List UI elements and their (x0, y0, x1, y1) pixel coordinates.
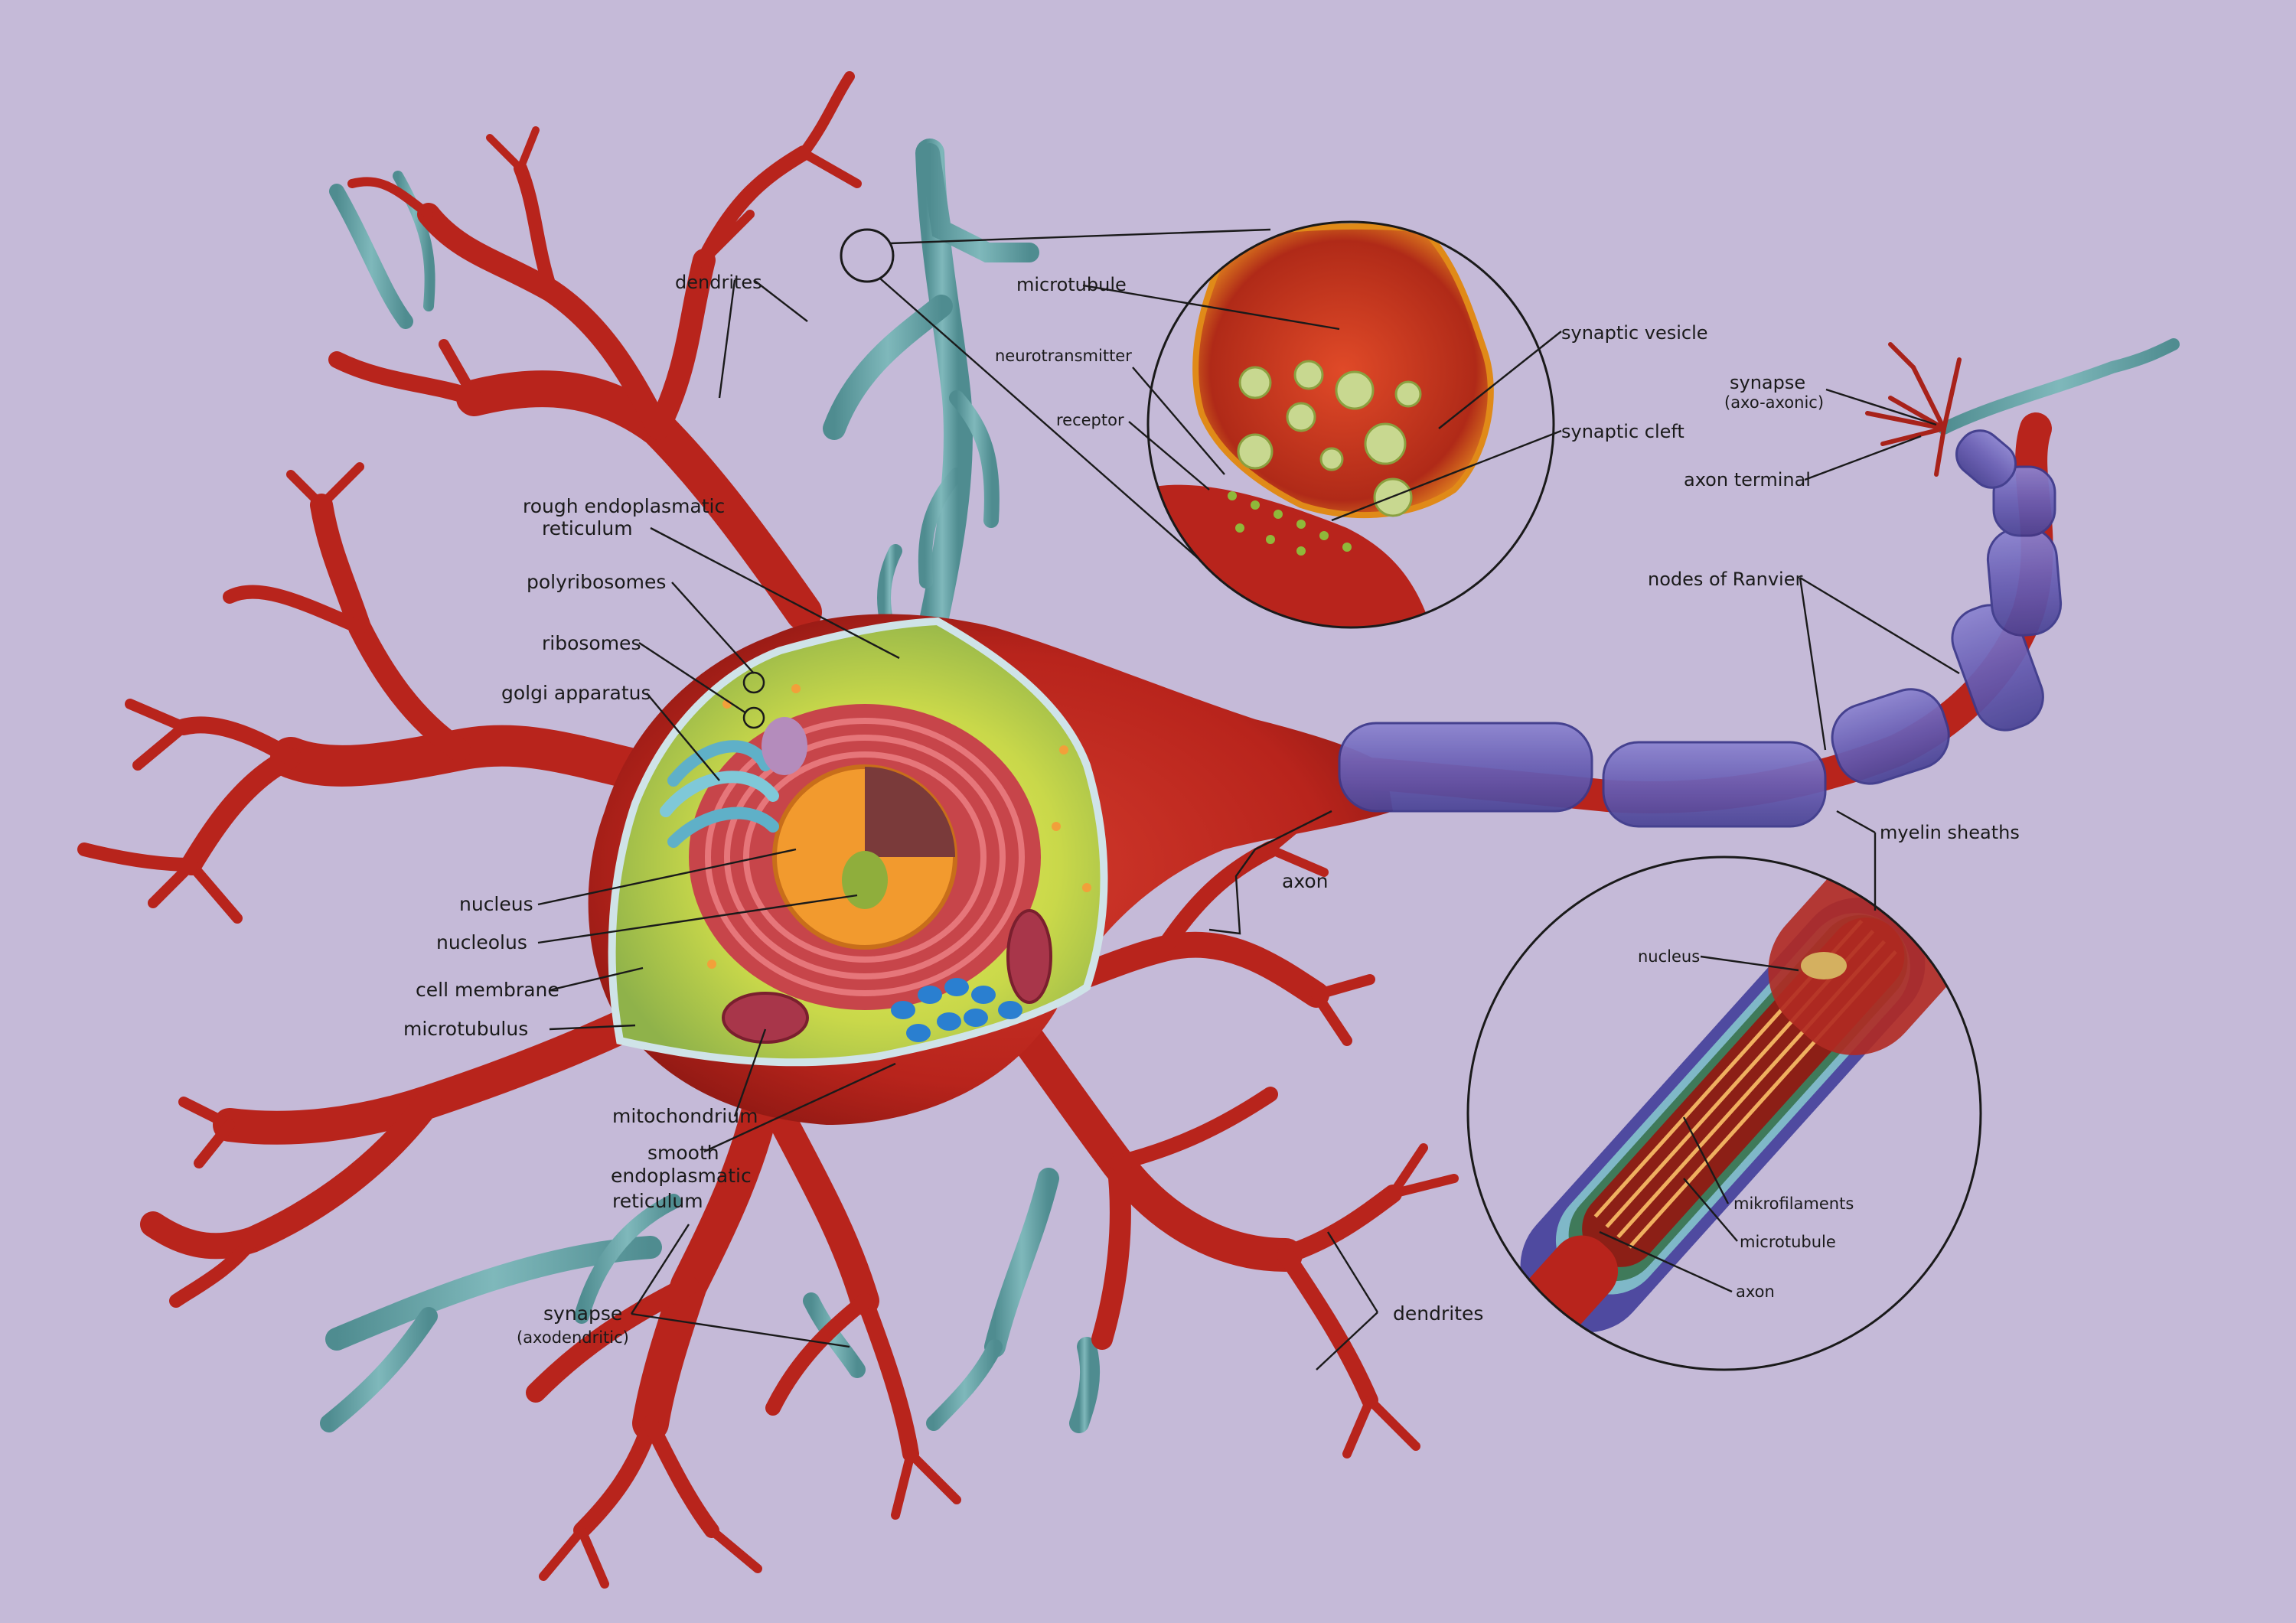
ribosome-marker (742, 706, 765, 729)
label-rough-er: rough endoplasmatic (523, 495, 725, 517)
teal-axon-terminals (320, 139, 1101, 1433)
label-nucleus-zoom: nucleus (1638, 947, 1700, 966)
myelin-sheaths (1338, 429, 2063, 828)
golgi-apparatus (660, 740, 779, 848)
label-microtubule-top: microtubule (1016, 274, 1127, 295)
label-axon-terminal: axon terminal (1684, 469, 1811, 490)
dendrites (77, 71, 1459, 1589)
label-dendrites-bottom: dendrites (1393, 1302, 1483, 1325)
label-microtubule-zoom: microtubule (1740, 1233, 1836, 1251)
label-dendrites-top: dendrites (675, 272, 762, 293)
label-axon-zoom: axon (1736, 1282, 1775, 1301)
label-smooth-er-3: reticulum (612, 1190, 703, 1212)
label-golgi-apparatus: golgi apparatus (501, 682, 651, 704)
label-cell-membrane: cell membrane (416, 979, 559, 1001)
label-microtubulus: microtubulus (403, 1018, 528, 1040)
label-mitochondrium: mitochondrium (612, 1105, 758, 1127)
label-nucleus: nucleus (459, 893, 533, 915)
smooth-er (891, 978, 1022, 1042)
label-axo-axonic: (axo-axonic) (1724, 393, 1824, 412)
axon (1338, 338, 2180, 828)
label-rough-er-2: reticulum (542, 517, 633, 539)
label-synaptic-cleft: synaptic cleft (1561, 421, 1684, 442)
label-neurotransmitter: neurotransmitter (995, 347, 1132, 365)
axon-cross-section-circle (1466, 855, 1982, 1371)
label-mikrofilaments: mikrofilaments (1733, 1194, 1854, 1213)
label-axon: axon (1282, 870, 1329, 892)
label-nodes-of-ranvier: nodes of Ranvier (1648, 569, 1802, 590)
label-smooth-er: smooth (647, 1142, 719, 1164)
label-nucleolus: nucleolus (436, 931, 527, 953)
label-receptor: receptor (1056, 411, 1124, 429)
label-synaptic-vesicle: synaptic vesicle (1561, 322, 1708, 344)
label-myelin-sheaths: myelin sheaths (1880, 822, 2020, 843)
label-polyribosomes: polyribosomes (527, 571, 666, 593)
leader-lines (537, 279, 1960, 1370)
label-synapse-axodendritic: synapse (543, 1302, 622, 1325)
label-axodendritic: (axodendritic) (517, 1328, 629, 1347)
label-ribosomes: ribosomes (542, 632, 641, 654)
synapse-zoom-circle (840, 220, 1555, 629)
labels: dendrites microtubule neurotransmitter r… (403, 272, 2020, 1347)
label-synapse-axo-axonic: synapse (1730, 372, 1805, 393)
label-smooth-er-2: endoplasmatic (611, 1165, 752, 1187)
cytoplasm-cutaway (608, 617, 1108, 1067)
axon-terminal (1865, 342, 1962, 477)
